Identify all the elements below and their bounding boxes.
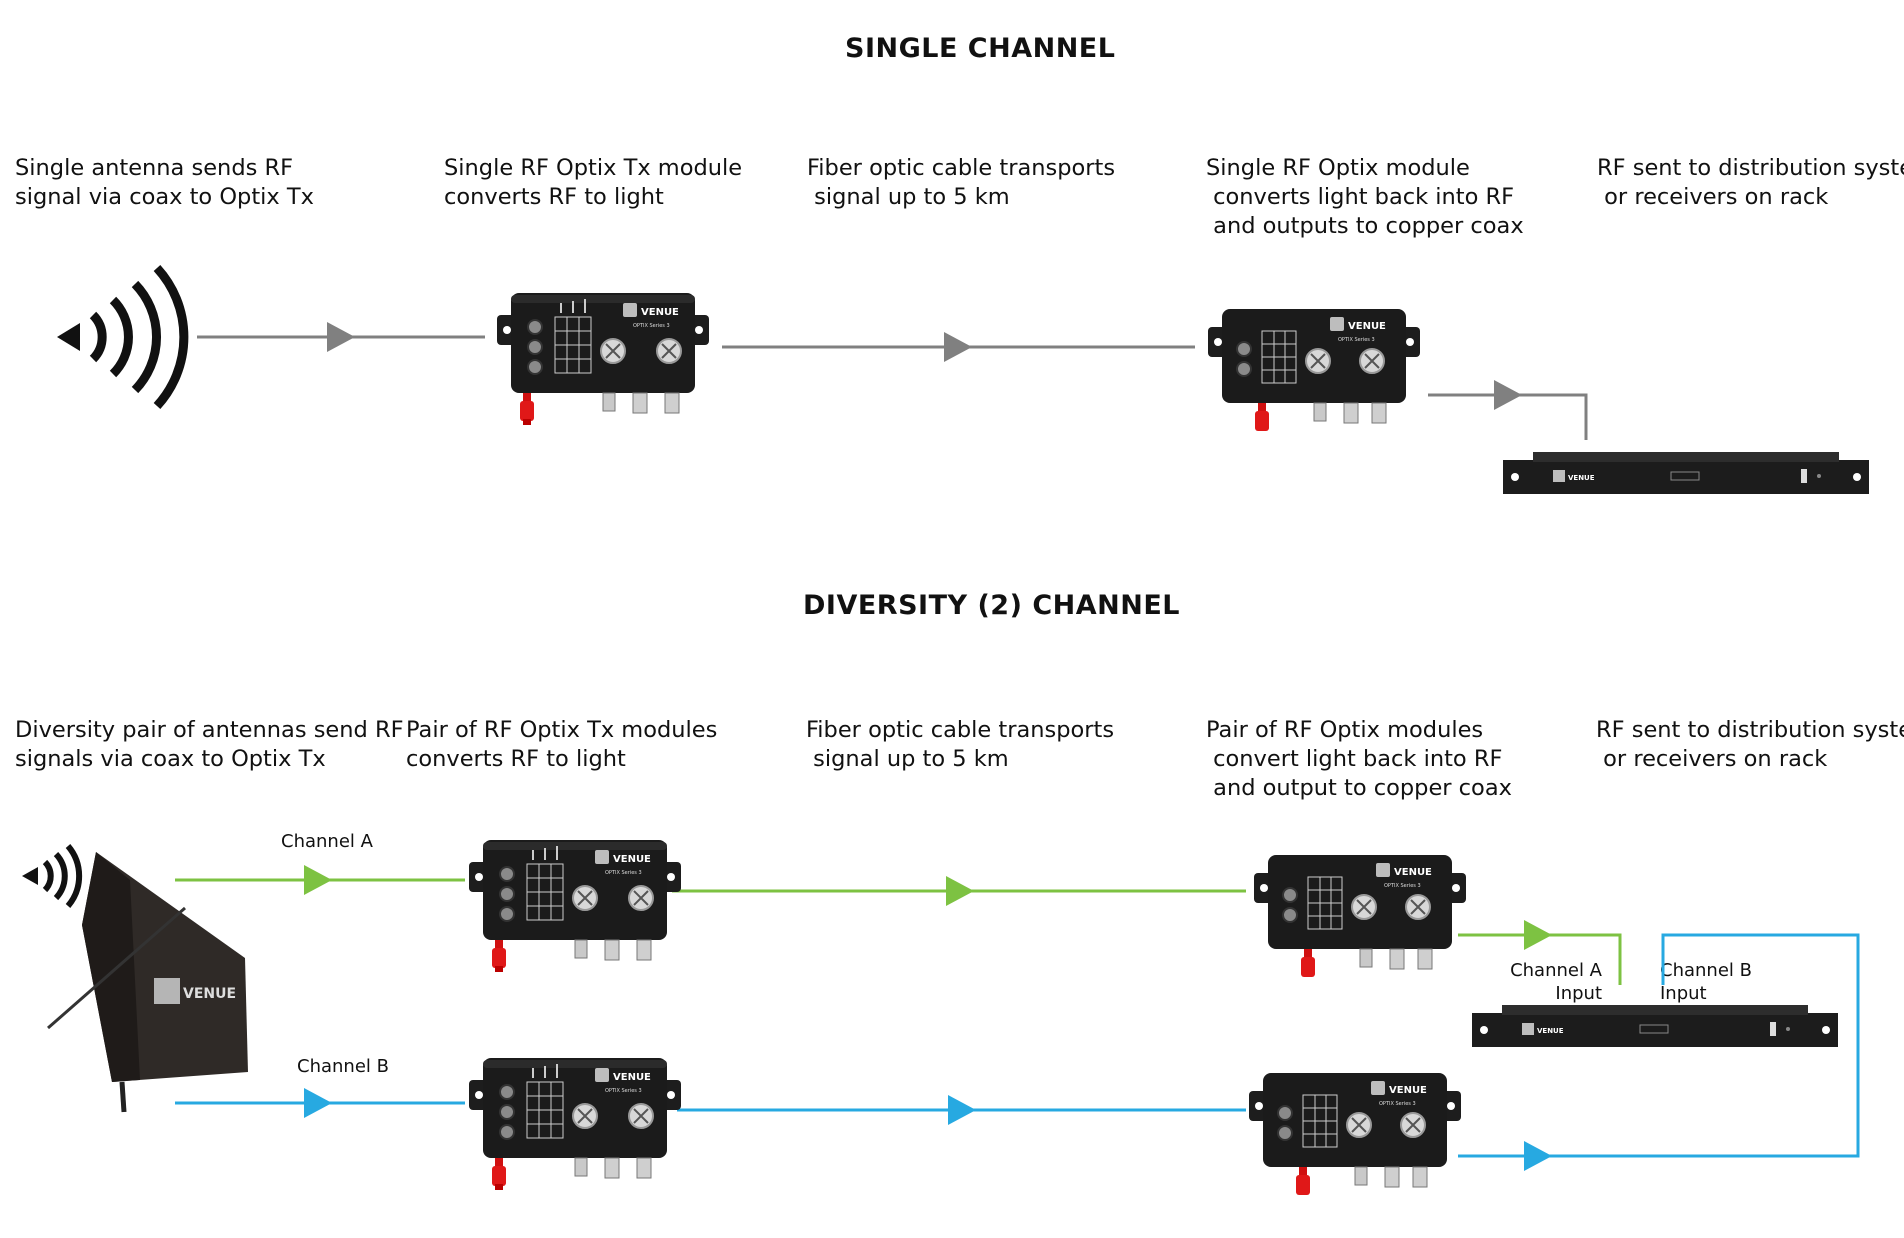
single-caption-distribution: RF sent to distribution system or receiv…: [1597, 155, 1904, 210]
channel-b-coax-line: [175, 1088, 465, 1118]
svg-text:VENUE: VENUE: [183, 986, 236, 1002]
channel-b-label: Channel B: [297, 1056, 389, 1077]
channel-b-output-line: [1458, 933, 1860, 1171]
single-caption-tx-module: Single RF Optix Tx module converts RF to…: [444, 155, 743, 210]
diversity-caption-antennas: Diversity pair of antennas send RF signa…: [15, 717, 404, 772]
single-coax-line: [197, 322, 485, 352]
single-fiber-line: [722, 332, 1195, 362]
single-rack-receiver: [1502, 451, 1870, 495]
diversity-tx-module-b: [468, 1057, 682, 1191]
diversity-rx-module-a: [1253, 854, 1467, 978]
diversity-rack-receiver: [1471, 1004, 1839, 1048]
channel-a-coax-line: [175, 865, 465, 895]
directional-antenna-icon: VENUE: [47, 852, 248, 1113]
single-caption-antenna: Single antenna sends RF signal via coax …: [15, 155, 314, 210]
single-caption-fiber: Fiber optic cable transports signal up t…: [807, 155, 1116, 210]
single-output-line: [1428, 380, 1588, 440]
channel-a-label: Channel A: [281, 831, 373, 852]
diversity-tx-module-a: [468, 839, 682, 973]
single-tx-module: [496, 292, 710, 426]
single-rx-module: [1207, 308, 1421, 432]
single-antenna-icon: [57, 264, 189, 410]
diversity-rx-module-b: [1248, 1072, 1462, 1196]
channel-a-input-label: Channel A Input: [1510, 960, 1602, 1004]
single-channel-title: SINGLE CHANNEL: [845, 33, 1116, 64]
channel-b-input-label: Channel B Input: [1660, 960, 1752, 1004]
diversity-caption-distribution: RF sent to distribution system or receiv…: [1596, 717, 1904, 772]
diversity-caption-tx-modules: Pair of RF Optix Tx modules converts RF …: [406, 717, 718, 772]
diversity-caption-fiber: Fiber optic cable transports signal up t…: [806, 717, 1115, 772]
channel-b-fiber-line: [677, 1095, 1246, 1125]
diversity-antenna-icon: [22, 844, 83, 908]
diversity-caption-rx-modules: Pair of RF Optix modules convert light b…: [1206, 717, 1512, 801]
diversity-channel-title: DIVERSITY (2) CHANNEL: [803, 590, 1180, 621]
single-caption-rx-module: Single RF Optix module converts light ba…: [1206, 155, 1524, 239]
channel-a-fiber-line: [672, 876, 1246, 906]
channel-a-output-line: [1458, 920, 1622, 985]
